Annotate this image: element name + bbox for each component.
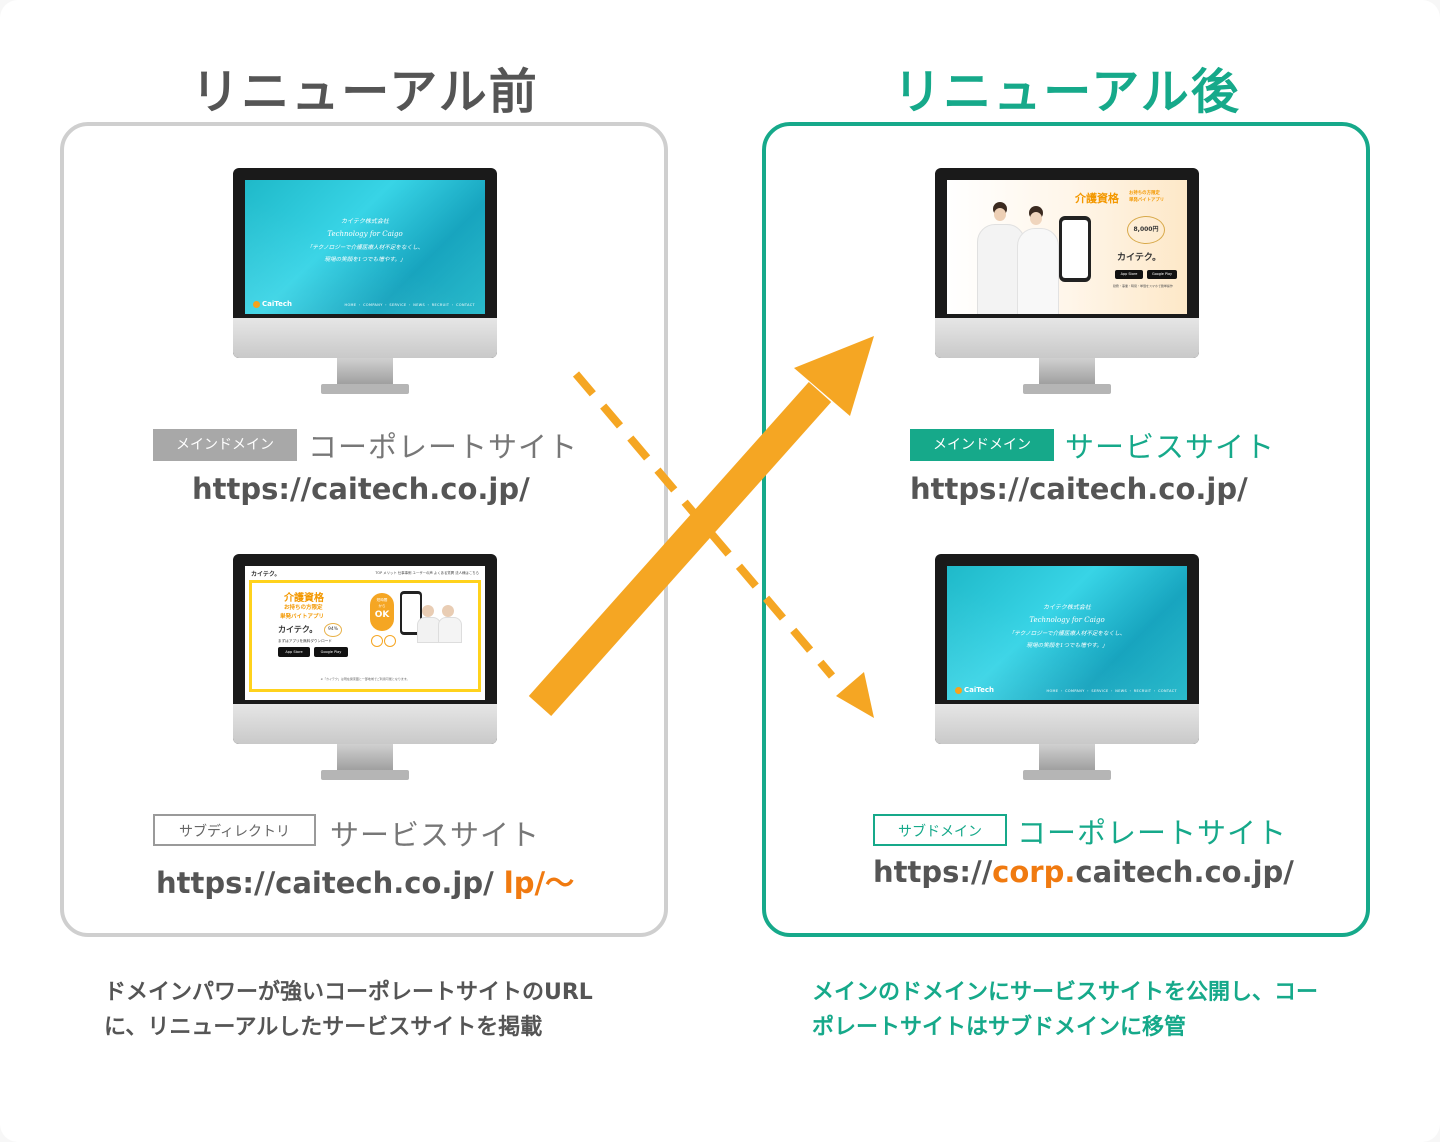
service-screen: 介護資格 お持ちの方限定 単発バイトアプリ 8,000円 カイテク。 App S… (947, 180, 1187, 314)
monitor-lp-before: カイテク。 TOP メリット 仕事事例 ユーザーの声 よくある質問 法人様はこち… (233, 554, 497, 780)
caitech-logo: CaiTech (955, 686, 994, 694)
before-sub-site-name: サービスサイト (330, 818, 541, 852)
monitor-stand (337, 358, 393, 386)
after-sub-site-name: コーポレートサイト (1017, 816, 1288, 850)
main-domain-badge: メインドメイン (910, 429, 1054, 461)
service-brand: カイテク。 (1117, 253, 1162, 263)
service-title: 介護資格 (1075, 192, 1119, 205)
corp-line1: 「テクノロジーで介護医療人材不足をなくし、 (306, 245, 424, 251)
corp-tagline: Technology for Caigo (1029, 616, 1105, 624)
service-person-face (994, 208, 1006, 221)
corp-tagline: Technology for Caigo (327, 230, 403, 238)
corp-line2: 現場の笑顔を1つでも増やす。」 (324, 257, 406, 263)
lp-ok-top: 短時間 (376, 598, 388, 602)
monitor-corporate-before: カイテク株式会社 Technology for Caigo 「テクノロジーで介護… (233, 168, 497, 394)
lp-person-body (438, 617, 462, 643)
lp-ok: OK (374, 610, 390, 620)
lp-ok-mid: から (378, 604, 386, 608)
before-sub-url: https://caitech.co.jp/ lp/〜 (156, 860, 574, 902)
after-sub-url-rest: caitech.co.jp/ (1075, 855, 1294, 889)
heading-after: リニューアル後 (893, 64, 1241, 120)
corp-line2: 現場の笑顔を1つでも増やす。」 (1026, 643, 1108, 649)
before-sub-url-path: lp/〜 (503, 866, 575, 900)
corp-nav: HOME ・ COMPANY ・ SERVICE ・ NEWS ・ RECRUI… (1046, 689, 1177, 693)
monitor-service-after: 介護資格 お持ちの方限定 単発バイトアプリ 8,000円 カイテク。 App S… (935, 168, 1199, 394)
corp-company: カイテク株式会社 (341, 218, 389, 225)
after-caption: メインのドメインにサービスサイトを公開し、コーポレートサイトはサブドメインに移管 (812, 980, 1319, 1040)
service-sub1: お持ちの方限定 (1129, 191, 1160, 196)
sub-domain-badge: サブドメイン (873, 814, 1007, 846)
lp-download: まずはアプリを無料ダウンロード (278, 639, 332, 643)
lp-award-badge: 94% (324, 623, 342, 637)
lp-footnote: ※「カイテク」は現在関東圏と一部地域でご利用可能となります。 (320, 677, 410, 681)
corp-company: カイテク株式会社 (1043, 604, 1091, 611)
lp-ok-badge: 短時間 から OK (370, 593, 394, 631)
lp-hero: 介護資格 お持ちの方限定 単発バイトアプリ カイテク。 94% まずはアプリを無… (249, 580, 481, 692)
app-store-button[interactable]: App Store (1115, 270, 1143, 279)
lp-person-head (442, 605, 454, 617)
monitor-chin (233, 704, 497, 744)
after-main-url: https://caitech.co.jp/ (910, 472, 1248, 506)
monitor-stand (337, 744, 393, 772)
service-phone-mockup (1059, 216, 1091, 282)
monitor-foot (321, 770, 409, 780)
lp-brand: カイテク。 (278, 625, 318, 634)
monitor-chin (233, 318, 497, 358)
sub-directory-badge: サブディレクトリ (153, 814, 316, 846)
service-person-body (1017, 228, 1059, 314)
service-note: 勤務・事業・時間・単価をスマホで簡単操作 (1113, 284, 1173, 288)
monitor-chin (935, 704, 1199, 744)
monitor-corporate-after: カイテク株式会社 Technology for Caigo 「テクノロジーで介護… (935, 554, 1199, 780)
monitor-stand (1039, 744, 1095, 772)
lp-person-head (422, 605, 434, 617)
monitor-foot (321, 384, 409, 394)
lp-feature-circle (384, 635, 396, 647)
after-sub-url: https://corp.caitech.co.jp/ (873, 855, 1294, 889)
lp-title1: 介護資格 (284, 593, 324, 604)
monitor-foot (1023, 384, 1111, 394)
before-caption: ドメインパワーが強いコーポレートサイトのURLに、リニューアルしたサービスサイト… (104, 980, 593, 1040)
monitor-foot (1023, 770, 1111, 780)
main-domain-badge: メインドメイン (153, 429, 297, 461)
lp-screen: カイテク。 TOP メリット 仕事事例 ユーザーの声 よくある質問 法人様はこち… (245, 566, 485, 700)
lp-logo: カイテク。 (251, 571, 281, 578)
monitor-stand (1039, 358, 1095, 386)
before-sub-url-base: https://caitech.co.jp/ (156, 866, 494, 900)
app-store-button[interactable]: App Store (278, 647, 310, 657)
after-sub-url-prefix: https:// (873, 855, 993, 889)
lp-feature-circle (371, 635, 383, 647)
caitech-logo: CaiTech (253, 300, 292, 308)
google-play-button[interactable]: Google Play (1147, 270, 1177, 279)
lp-nav: TOP メリット 仕事事例 ユーザーの声 よくある質問 法人様はこちら (375, 571, 479, 575)
before-main-url: https://caitech.co.jp/ (192, 472, 530, 506)
after-main-site-name: サービスサイト (1065, 430, 1276, 464)
heading-before: リニューアル前 (191, 64, 539, 120)
lp-title2: お持ちの方限定 (284, 605, 323, 611)
corporate-screen: カイテク株式会社 Technology for Caigo 「テクノロジーで介護… (947, 566, 1187, 700)
corporate-screen: カイテク株式会社 Technology for Caigo 「テクノロジーで介護… (245, 180, 485, 314)
lp-title3: 単発バイトアプリ (280, 614, 325, 620)
lp-phone-mockup (400, 591, 422, 635)
service-sub2: 単発バイトアプリ (1129, 198, 1165, 203)
service-person-face (1030, 212, 1042, 225)
corp-line1: 「テクノロジーで介護医療人材不足をなくし、 (1008, 631, 1126, 637)
monitor-chin (935, 318, 1199, 358)
service-award-badge: 8,000円 (1127, 216, 1165, 244)
corp-nav: HOME ・ COMPANY ・ SERVICE ・ NEWS ・ RECRUI… (344, 303, 475, 307)
before-main-site-name: コーポレートサイト (308, 430, 579, 464)
after-sub-url-subdomain: corp. (992, 855, 1076, 889)
google-play-button[interactable]: Google Play (314, 647, 348, 657)
